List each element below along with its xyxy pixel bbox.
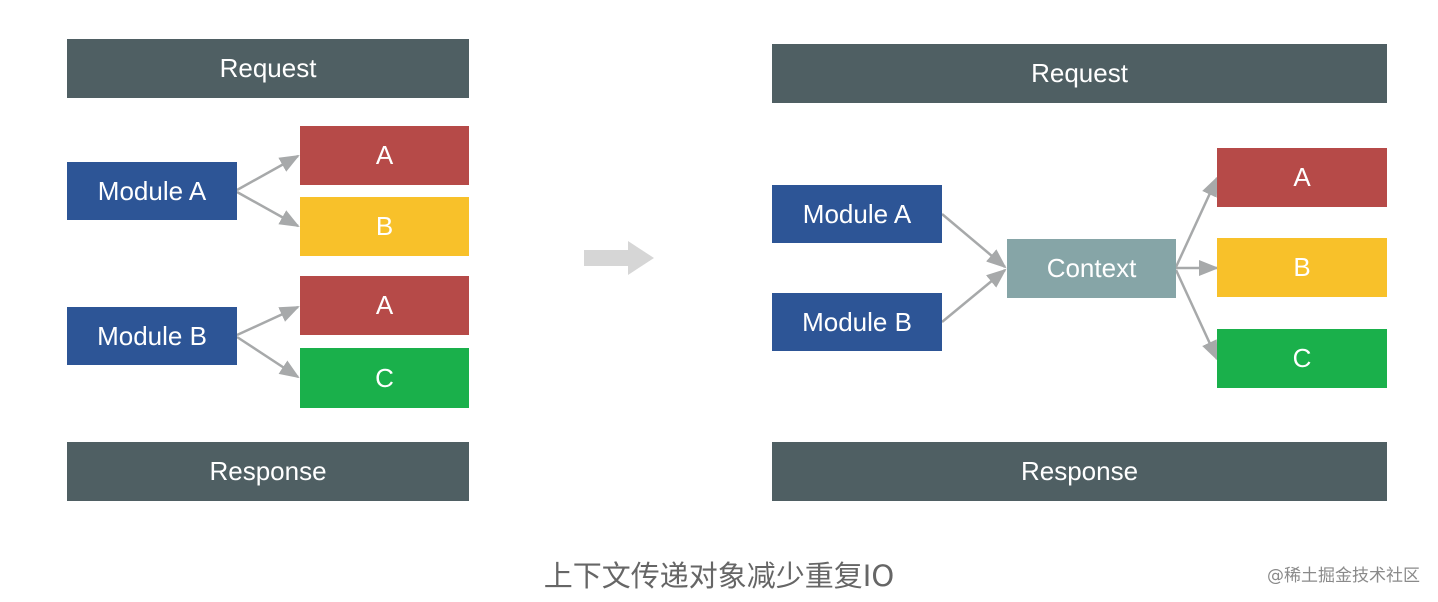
right-output-c: C — [1217, 329, 1387, 388]
right-module-a: Module A — [772, 185, 942, 243]
left-request-bar: Request — [67, 39, 469, 98]
left-module-a-output-a: A — [300, 126, 469, 185]
left-module-a-output-b: B — [300, 197, 469, 256]
left-response-bar: Response — [67, 442, 469, 501]
connector-right-module-b-to-context — [941, 268, 1007, 323]
connector-left-module-b-to-a — [236, 305, 300, 337]
right-context-box: Context — [1007, 239, 1176, 298]
connector-left-module-a-to-a — [236, 154, 300, 192]
connector-right-context-to-a — [1174, 176, 1219, 268]
left-module-b-output-c: C — [300, 348, 469, 408]
left-module-a: Module A — [67, 162, 237, 220]
connector-left-module-b-to-c — [236, 335, 300, 379]
connector-right-module-a-to-context — [941, 213, 1007, 269]
right-output-a: A — [1217, 148, 1387, 207]
right-module-b: Module B — [772, 293, 942, 351]
watermark: @稀土掘金技术社区 — [1267, 566, 1420, 586]
right-output-b: B — [1217, 238, 1387, 297]
left-module-b-output-a: A — [300, 276, 469, 335]
connector-left-module-a-to-b — [236, 190, 300, 228]
connector-right-context-to-c — [1174, 269, 1219, 361]
right-response-bar: Response — [772, 442, 1387, 501]
left-module-b: Module B — [67, 307, 237, 365]
diagram-caption: 上下文传递对象减少重复IO — [543, 559, 895, 593]
transition-arrow-icon — [584, 241, 654, 275]
right-request-bar: Request — [772, 44, 1387, 103]
